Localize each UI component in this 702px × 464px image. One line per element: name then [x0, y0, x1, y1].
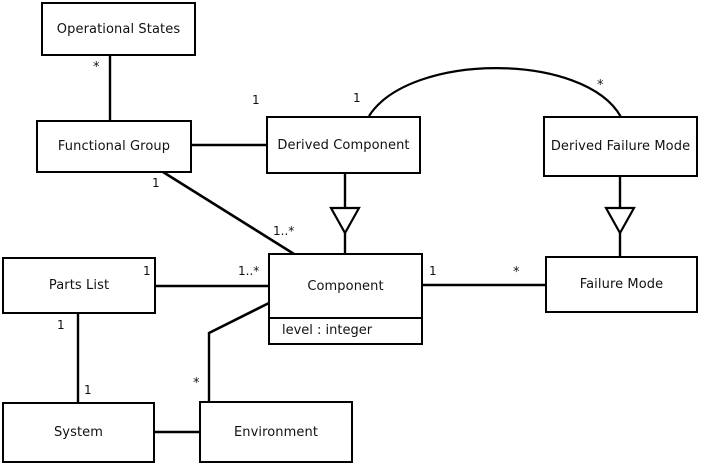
multiplicity-failure-mode-component: *	[513, 265, 520, 280]
class-box-failure-mode[interactable]: Failure Mode	[545, 256, 698, 313]
class-box-parts-list[interactable]: Parts List	[2, 257, 156, 314]
class-name-system: System	[53, 425, 104, 440]
multiplicity-operational-states-functional-group: *	[93, 60, 100, 75]
multiplicity-environment-component: *	[193, 376, 200, 391]
class-name-derived-failure-mode: Derived Failure Mode	[550, 139, 691, 154]
multiplicity-functional-group-derived-component: 1	[252, 93, 260, 107]
class-name-operational-states: Operational States	[56, 21, 181, 37]
multiplicity-parts-list-system: 1	[57, 318, 65, 332]
class-box-component[interactable]: Component level : integer	[268, 253, 423, 345]
class-box-derived-failure-mode[interactable]: Derived Failure Mode	[543, 116, 698, 177]
multiplicity-system-parts-list: 1	[84, 383, 92, 397]
generalization-triangle-failure-mode	[604, 206, 636, 236]
class-box-environment[interactable]: Environment	[199, 401, 353, 463]
class-box-functional-group[interactable]: Functional Group	[36, 120, 192, 173]
class-name-environment: Environment	[233, 424, 319, 440]
class-box-operational-states[interactable]: Operational States	[41, 2, 196, 56]
class-name-functional-group: Functional Group	[57, 139, 171, 154]
class-attribute-component-level: level : integer	[270, 317, 421, 343]
multiplicity-parts-list-component: 1	[143, 264, 151, 278]
edge-environment-component-diagonal	[208, 301, 270, 335]
multiplicity-derived-failure-mode-derived-component: *	[597, 78, 604, 93]
class-box-derived-component[interactable]: Derived Component	[266, 116, 421, 174]
multiplicity-derived-component-derived-failure-mode: 1	[353, 91, 361, 105]
class-name-parts-list: Parts List	[48, 278, 110, 293]
multiplicity-component-failure-mode: 1	[429, 264, 437, 278]
class-name-component: Component	[307, 278, 384, 294]
class-name-failure-mode: Failure Mode	[579, 277, 664, 292]
generalization-triangle-component	[329, 206, 361, 236]
class-box-system[interactable]: System	[2, 402, 155, 463]
edge-functional-group-component	[162, 170, 295, 256]
class-name-derived-component: Derived Component	[277, 137, 410, 153]
multiplicity-functional-group-component: 1	[152, 176, 160, 190]
multiplicity-component-functional-group: 1..*	[273, 224, 295, 238]
edge-derived-component-derived-failure-mode	[368, 67, 622, 118]
multiplicity-component-parts-list: 1..*	[238, 264, 260, 278]
